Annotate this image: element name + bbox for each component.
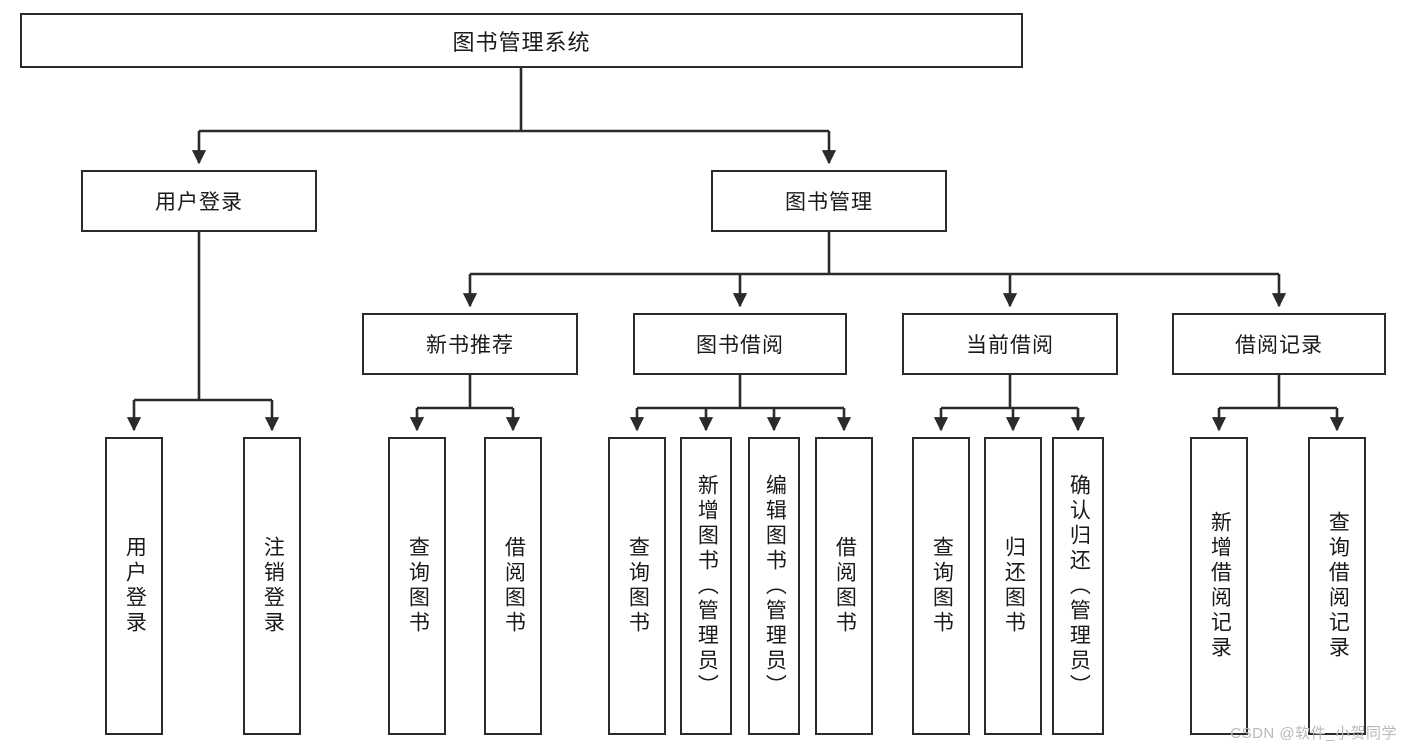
leaf-query-book-current-label: 查询图书 <box>930 536 954 636</box>
node-user-login[interactable]: 用户登录 <box>81 170 317 232</box>
leaf-query-book-borrow[interactable]: 查询图书 <box>608 437 666 735</box>
node-borrow-record-label: 借阅记录 <box>1235 334 1323 357</box>
leaf-confirm-return-admin-label: 确认归还（管理员） <box>1067 473 1091 699</box>
leaf-user-logout[interactable]: 注销登录 <box>243 437 301 735</box>
leaf-edit-book-admin[interactable]: 编辑图书（管理员） <box>748 437 800 735</box>
leaf-borrow-book[interactable]: 借阅图书 <box>815 437 873 735</box>
node-new-book-recommend-label: 新书推荐 <box>426 334 514 357</box>
watermark: CSDN @软件_小贺同学 <box>1230 725 1397 742</box>
node-root-label: 图书管理系统 <box>452 29 591 55</box>
node-borrow-record[interactable]: 借阅记录 <box>1172 313 1386 375</box>
edge-group-borrow-record <box>1211 375 1345 432</box>
leaf-return-book-label: 归还图书 <box>1002 536 1026 636</box>
node-book-management[interactable]: 图书管理 <box>711 170 947 232</box>
node-book-borrow[interactable]: 图书借阅 <box>633 313 847 375</box>
leaf-query-book-new[interactable]: 查询图书 <box>388 437 446 735</box>
leaf-borrow-book-label: 借阅图书 <box>833 536 857 636</box>
edge-group-user-login <box>126 232 280 432</box>
leaf-user-login[interactable]: 用户登录 <box>105 437 163 735</box>
node-root[interactable]: 图书管理系统 <box>20 13 1023 68</box>
leaf-user-logout-label: 注销登录 <box>261 536 285 636</box>
node-book-borrow-label: 图书借阅 <box>696 334 784 357</box>
edge-group-borrow-book <box>629 375 852 432</box>
leaf-query-book-new-label: 查询图书 <box>406 536 430 636</box>
leaf-edit-book-admin-label: 编辑图书（管理员） <box>763 473 787 699</box>
leaf-return-book[interactable]: 归还图书 <box>984 437 1042 735</box>
leaf-borrow-book-new-label: 借阅图书 <box>502 536 526 636</box>
leaf-borrow-book-new[interactable]: 借阅图书 <box>484 437 542 735</box>
leaf-add-borrow-record-label: 新增借阅记录 <box>1208 511 1232 661</box>
node-current-borrow[interactable]: 当前借阅 <box>902 313 1118 375</box>
node-book-management-label: 图书管理 <box>785 191 873 214</box>
leaf-confirm-return-admin[interactable]: 确认归还（管理员） <box>1052 437 1104 735</box>
node-user-login-label: 用户登录 <box>155 191 243 214</box>
edge-group-new-book <box>409 375 521 432</box>
edge-group-root <box>191 68 837 165</box>
node-new-book-recommend[interactable]: 新书推荐 <box>362 313 578 375</box>
leaf-query-borrow-record-label: 查询借阅记录 <box>1326 511 1350 661</box>
leaf-query-book-borrow-label: 查询图书 <box>626 536 650 636</box>
edge-group-current-borrow <box>933 375 1086 432</box>
node-current-borrow-label: 当前借阅 <box>966 334 1054 357</box>
leaf-user-login-label: 用户登录 <box>123 536 147 636</box>
leaf-add-borrow-record[interactable]: 新增借阅记录 <box>1190 437 1248 735</box>
leaf-add-book-admin[interactable]: 新增图书（管理员） <box>680 437 732 735</box>
edge-group-book-management <box>462 232 1287 308</box>
leaf-query-book-current[interactable]: 查询图书 <box>912 437 970 735</box>
leaf-query-borrow-record[interactable]: 查询借阅记录 <box>1308 437 1366 735</box>
leaf-add-book-admin-label: 新增图书（管理员） <box>695 473 719 699</box>
